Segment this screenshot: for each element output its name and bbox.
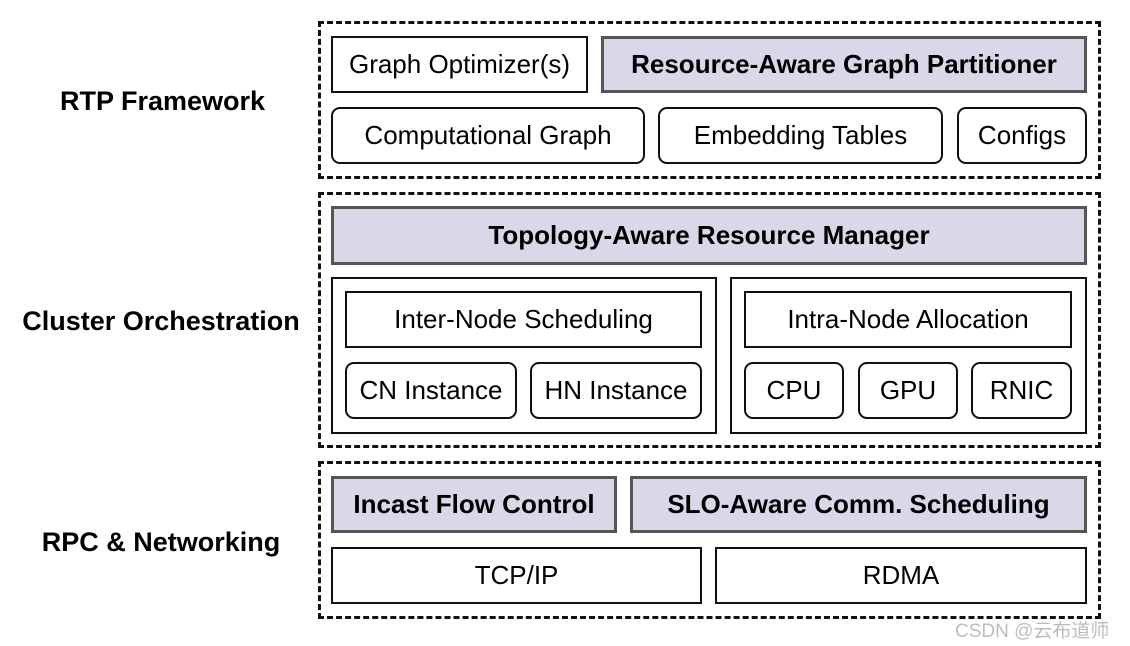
inter-node-group xyxy=(331,277,717,434)
hn-instance-box: HN Instance xyxy=(530,362,702,419)
rpc-networking-label: RPC & Networking xyxy=(41,527,281,557)
cluster-orchestration-layer xyxy=(318,192,1101,448)
cluster-orchestration-label: Cluster Orchestration xyxy=(22,306,300,336)
rnic-box: RNIC xyxy=(971,362,1072,419)
cn-instance-box: CN Instance xyxy=(345,362,517,419)
graph-optimizers-box: Graph Optimizer(s) xyxy=(331,36,588,93)
rtp-framework-label: RTP Framework xyxy=(59,86,266,116)
watermark: CSDN @云布道师 xyxy=(955,621,1110,642)
slo-comm-scheduling-box: SLO-Aware Comm. Scheduling xyxy=(630,476,1087,533)
rpc-networking-layer xyxy=(318,461,1101,619)
rdma-box: RDMA xyxy=(715,547,1087,604)
graph-partitioner-box: Resource-Aware Graph Partitioner xyxy=(601,36,1087,93)
embedding-tables-box: Embedding Tables xyxy=(658,107,943,164)
intra-node-group xyxy=(730,277,1087,434)
gpu-box: GPU xyxy=(858,362,958,419)
tcp-ip-box: TCP/IP xyxy=(331,547,702,604)
configs-box: Configs xyxy=(957,107,1087,164)
inter-node-scheduling-box: Inter-Node Scheduling xyxy=(345,291,702,348)
rtp-framework-layer xyxy=(318,21,1101,179)
resource-manager-box: Topology-Aware Resource Manager xyxy=(331,206,1087,265)
cpu-box: CPU xyxy=(744,362,844,419)
incast-flow-control-box: Incast Flow Control xyxy=(331,476,617,533)
computational-graph-box: Computational Graph xyxy=(331,107,645,164)
intra-node-allocation-box: Intra-Node Allocation xyxy=(744,291,1072,348)
